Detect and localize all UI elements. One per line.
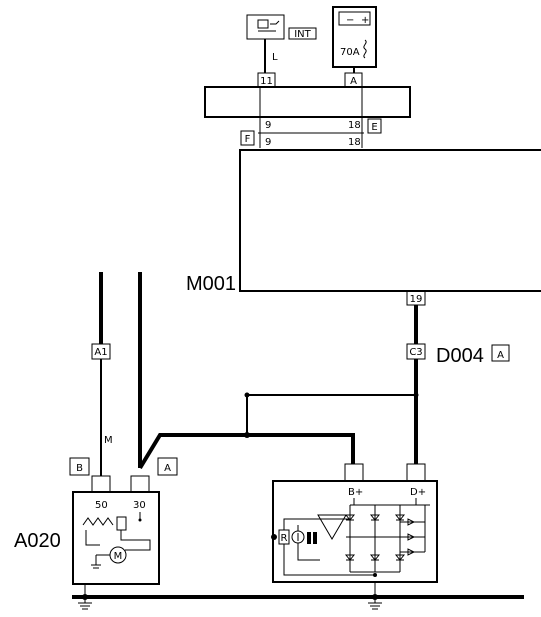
battery-icon <box>338 11 371 26</box>
pin-a1: A1 <box>94 347 107 358</box>
alt-pin-b-plus: B+ <box>348 487 363 498</box>
a020-starter: 50 30 M <box>72 475 160 585</box>
fuse-icon <box>363 39 367 59</box>
pin-18-bottom: 18 <box>348 137 361 148</box>
pin-18-top: 18 <box>348 120 361 131</box>
junction-box <box>204 86 411 118</box>
regulator-label: R <box>281 533 288 544</box>
alt-pin-d-plus: D+ <box>410 487 426 498</box>
starter-pin-30: 30 <box>133 500 146 511</box>
rectifier-diodes <box>344 504 430 573</box>
tag-e: E <box>371 122 377 133</box>
wire-battery-feed <box>138 433 355 470</box>
a020-label: A020 <box>14 530 61 552</box>
wire-m-label: M <box>104 435 113 446</box>
ground-symbol-right <box>368 602 382 610</box>
ground-symbol-left <box>78 602 92 610</box>
alternator: B+ D+ R <box>271 463 438 583</box>
battery-fuse-box: − + 70A <box>332 6 377 68</box>
m001-module <box>239 149 541 292</box>
d004-label: D004 <box>436 345 484 367</box>
fuse-label: 70A <box>340 47 360 58</box>
ignition-switch: INT <box>246 14 317 40</box>
tag-b: B <box>76 463 83 474</box>
m001-label: M001 <box>186 273 236 295</box>
pin-9-bottom: 9 <box>265 137 271 148</box>
tag-f: F <box>245 134 251 145</box>
tag-a-left: A <box>164 463 171 474</box>
tag-a-right: A <box>497 350 504 361</box>
int-label: INT <box>294 29 311 40</box>
battery-minus: − <box>346 15 354 26</box>
pin-a-top: A <box>350 76 357 87</box>
battery-plus: + <box>361 15 369 26</box>
solenoid-coil-icon <box>82 517 114 526</box>
stator-icon <box>317 514 347 540</box>
starter-pin-50: 50 <box>95 500 108 511</box>
pin-11: 11 <box>260 76 273 87</box>
ground-icon <box>91 554 110 569</box>
pin-19: 19 <box>410 294 423 305</box>
wire-l-label: L <box>272 52 278 63</box>
pin-9-top: 9 <box>265 120 271 131</box>
pin-c3: C3 <box>409 347 422 358</box>
starter-motor-label: M <box>114 551 123 562</box>
int-tag <box>288 27 317 40</box>
